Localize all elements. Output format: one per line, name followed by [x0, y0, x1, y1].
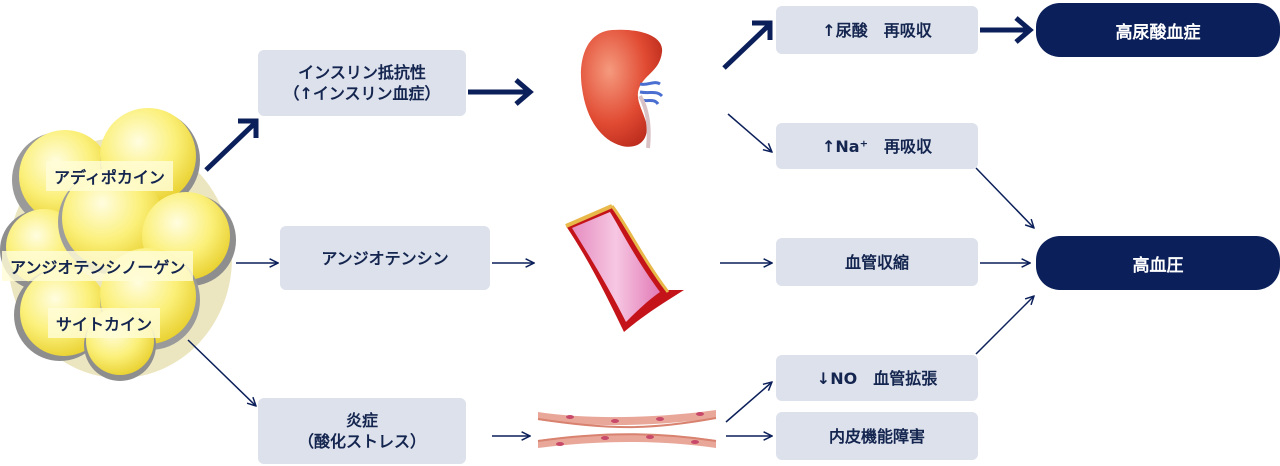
- fat-cells-illustration: [0, 108, 236, 381]
- angiotensin-label: アンジオテンシン: [321, 248, 449, 268]
- inflammation-line2: （酸化ストレス）: [297, 432, 426, 451]
- box-vasoconstriction: 血管収縮: [776, 238, 978, 286]
- arrow-kidney-to-uric: [722, 20, 773, 70]
- outcome-hypertension: 高血圧: [1036, 236, 1280, 290]
- arrow-endothelium-to-no: [725, 382, 772, 423]
- box-no-vasodilation: ↓NO 血管拡張: [776, 355, 978, 401]
- insulin-resistance-line2: （↑インスリン血症）: [283, 84, 441, 103]
- arrow-uric-to-hyperuricemia: [980, 16, 1034, 44]
- no-vasodilation-label: ↓NO 血管拡張: [816, 368, 938, 388]
- arrow-kidney-to-na: [727, 113, 772, 152]
- na-reabsorption-label: ↑Na⁺ 再吸収: [821, 136, 933, 156]
- insulin-resistance-line1: インスリン抵抗性: [298, 63, 426, 82]
- box-uric-acid-reabsorption: ↑尿酸 再吸収: [776, 6, 978, 54]
- box-inflammation: 炎症 （酸化ストレス）: [258, 398, 466, 464]
- arrow-fat-to-insulin: [204, 118, 259, 172]
- label-cytokine: サイトカイン: [48, 308, 161, 338]
- arrow-no-to-hypertension: [975, 296, 1034, 355]
- arrow-insulin-to-kidney: [468, 78, 534, 106]
- box-angiotensin: アンジオテンシン: [280, 226, 490, 290]
- arrow-na-to-hypertension: [975, 167, 1034, 228]
- arrow-cytokine-to-inflammation: [187, 339, 256, 406]
- box-insulin-resistance: インスリン抵抗性 （↑インスリン血症）: [258, 50, 466, 116]
- label-adipokine: アディポカイン: [46, 161, 173, 191]
- blood-vessel-illustration: [565, 204, 684, 332]
- endothelium-illustration: [537, 410, 717, 448]
- outcome-hyperuricemia: 高尿酸血症: [1036, 3, 1280, 57]
- uric-acid-reabsorption-label: ↑尿酸 再吸収: [822, 20, 932, 40]
- endothelial-dysfunction-label: 内皮機能障害: [828, 426, 925, 446]
- box-na-reabsorption: ↑Na⁺ 再吸収: [776, 123, 978, 169]
- vasoconstriction-label: 血管収縮: [844, 252, 909, 272]
- inflammation-line1: 炎症: [345, 411, 378, 430]
- kidney-illustration: [580, 29, 664, 149]
- box-endothelial-dysfunction: 内皮機能障害: [776, 412, 978, 460]
- label-angiotensinogen: アンジオテンシノーゲン: [2, 251, 194, 281]
